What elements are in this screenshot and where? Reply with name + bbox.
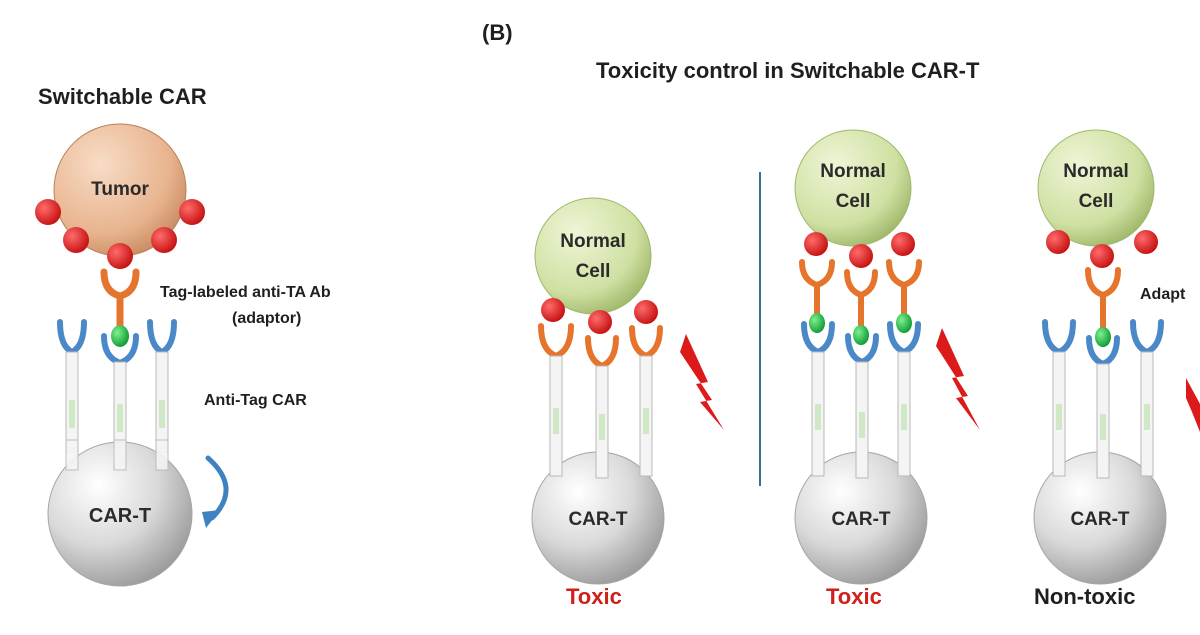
tag-molecule — [111, 325, 129, 347]
panel-b-title: Toxicity control in Switchable CAR-T — [596, 58, 980, 83]
antigen — [804, 232, 828, 256]
antigen — [1134, 230, 1158, 254]
car-receptor — [1130, 319, 1164, 355]
panel-a-title: Switchable CAR — [38, 84, 207, 109]
car-t-label: CAR-T — [568, 509, 628, 530]
tumor-antigen — [151, 227, 177, 253]
car-t-label: CAR-T — [88, 505, 152, 527]
outcome-label: Non-toxic — [1034, 584, 1136, 609]
antigen — [849, 244, 873, 268]
car-receptor — [538, 323, 574, 359]
normal-cell-label-line2: Cell — [1078, 191, 1114, 212]
scenario-1 — [531, 197, 724, 585]
outcome-label: Toxic — [566, 584, 622, 609]
antigen — [1090, 244, 1114, 268]
car-label: Anti-Tag CAR — [204, 392, 307, 409]
tumor-antigen — [179, 199, 205, 225]
panel-b-letter: (B) — [482, 20, 513, 45]
tag-molecule — [853, 325, 869, 345]
antigen — [588, 310, 612, 334]
lightning-icon — [1186, 378, 1200, 432]
panel-b — [531, 129, 1200, 585]
car-receptor — [629, 325, 663, 359]
normal-cell — [794, 129, 912, 247]
normal-cell-label-line2: Cell — [575, 261, 611, 282]
car-receptor — [845, 333, 879, 365]
tag-molecule — [896, 313, 912, 333]
adaptor-antibody — [100, 268, 140, 332]
normal-cell-label-line2: Cell — [835, 191, 871, 212]
rotation-arrow — [205, 455, 229, 521]
adaptor-label-line2: (adaptor) — [232, 310, 302, 327]
tumor-antigen — [35, 199, 61, 225]
car-t-label: CAR-T — [1070, 509, 1130, 530]
antigen — [1046, 230, 1070, 254]
tumor-label: Tumor — [91, 179, 149, 200]
car-receptor — [147, 319, 177, 453]
adaptor-antibody — [886, 259, 922, 319]
car-receptor — [101, 333, 139, 455]
car-receptor — [1086, 335, 1120, 367]
car-t-label: CAR-T — [831, 509, 891, 530]
antigen — [541, 298, 565, 322]
scenario-3 — [1033, 129, 1200, 585]
normal-cell-label-line1: Normal — [560, 231, 626, 252]
rotation-arrow-head — [202, 510, 220, 528]
scenario-2 — [794, 129, 980, 585]
tag-molecule — [1095, 327, 1111, 347]
adaptor-antibody — [844, 269, 878, 331]
tag-molecule — [809, 313, 825, 333]
tumor-antigen — [107, 243, 133, 269]
adaptor-side-label: Adapt — [1140, 286, 1186, 303]
car-receptor — [57, 319, 87, 453]
car-receptor — [585, 335, 619, 369]
tumor-antigen — [63, 227, 89, 253]
normal-cell-label-line1: Normal — [820, 161, 886, 182]
normal-cell-label-line1: Normal — [1063, 161, 1129, 182]
panel-a — [35, 123, 229, 587]
adaptor-antibody — [1085, 267, 1121, 333]
lightning-icon — [680, 334, 724, 430]
car-receptor — [887, 321, 921, 355]
antigen — [891, 232, 915, 256]
car-receptor — [1042, 319, 1076, 355]
outcome-label: Toxic — [826, 584, 882, 609]
adaptor-antibody — [799, 259, 835, 319]
car-receptor — [801, 321, 835, 355]
lightning-icon — [936, 328, 980, 430]
antigen — [634, 300, 658, 324]
adaptor-label-line1: Tag-labeled anti-TA Ab — [160, 284, 331, 301]
